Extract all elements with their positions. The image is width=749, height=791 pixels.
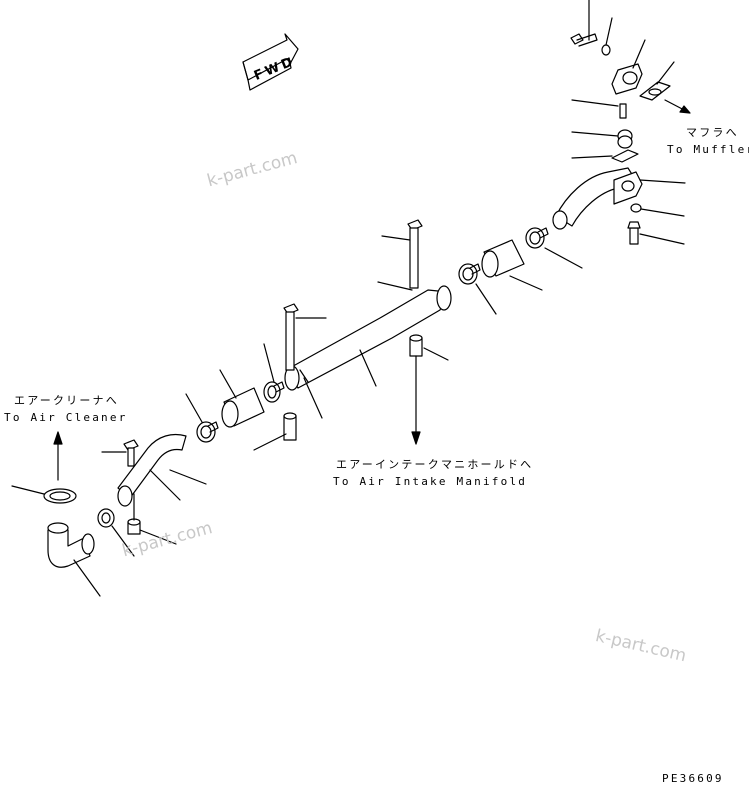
main-air-tube [284,285,452,419]
tube-spacer-left [253,412,297,451]
tube-bolt-top [377,219,423,291]
lower-spacer [127,493,177,545]
air-cleaner-label-jp: エアークリーナへ [14,394,119,407]
air-cleaner-label-en: To Air Cleaner [4,411,128,424]
muffler-label-jp: マフラへ [686,126,739,139]
muffler-elbow-pipe [552,167,686,230]
muffler-washer-2 [630,203,685,217]
intake-label-jp: エアーインテークマニホールドへ [336,458,534,471]
hose-mid [219,369,265,428]
muffler-gasket-2 [571,149,639,163]
muffler-flange [611,39,646,95]
intake-arrow [411,355,421,445]
muffler-washer [601,17,613,56]
clamp-upper-right [525,227,583,269]
muffler-bolt [570,0,598,47]
lower-bent-tube [117,433,207,507]
clamp-lower [97,508,135,557]
muffler-label-en: To Muffler [667,143,749,156]
tube-bolt-left [283,303,327,371]
muffler-arrow [664,99,691,114]
lower-bolt [101,439,139,467]
muffler-stud [571,99,627,119]
tube-spacer-bottom [409,334,449,361]
clamp-air-cleaner [11,485,77,504]
fwd-arrow-icon [242,33,299,91]
clamp-mid [263,343,285,403]
hose-upper-right [481,239,543,291]
muffler-spacer [571,129,633,149]
air-cleaner-arrow [53,431,63,481]
muffler-gasket [639,61,675,101]
clamp-left-mid [185,393,219,443]
intake-label-en: To Air Intake Manifold [333,475,528,488]
part-code: PE36609 [662,772,724,785]
muffler-bolt-2 [627,221,685,245]
clamp-mid-right [458,263,497,315]
elbow-hose [47,522,101,597]
